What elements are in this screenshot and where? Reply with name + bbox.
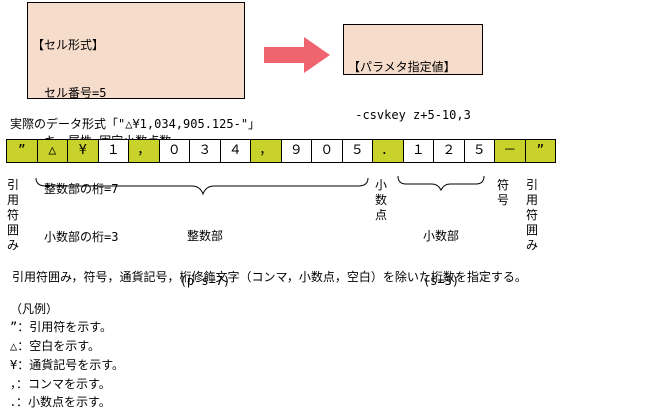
data-cell: １	[402, 139, 434, 163]
data-cell: ，	[250, 139, 282, 163]
data-cell: －	[494, 139, 526, 163]
data-cell: ５	[341, 139, 373, 163]
fraction-label-text: 小数部	[422, 229, 459, 243]
legend-item-decimal: ．：小数点を示す。	[10, 395, 111, 409]
legend-item-space: △：空白を示す。	[10, 339, 101, 353]
fraction-label: 小数部 (s=3)	[410, 199, 472, 304]
parameter-value: -csvkey z+5-10,3	[348, 108, 471, 122]
data-cell: ”	[524, 139, 556, 163]
fraction-brace	[397, 175, 485, 192]
cell-number-line: セル番号=5	[32, 86, 107, 100]
integer-label: 整数部 (p-s=7)	[160, 199, 250, 304]
data-cell: ，	[128, 139, 160, 163]
legend-item-currency: ¥：通貨記号を示す。	[10, 358, 125, 372]
right-arrow-icon	[264, 37, 330, 73]
data-cell: △	[36, 139, 68, 163]
format-title: 実際のデータ形式「"△¥1,034,905.125-"」	[10, 117, 261, 131]
data-cell: ４	[219, 139, 251, 163]
integer-brace	[35, 177, 369, 196]
legend-title: （凡例）	[10, 302, 59, 316]
description-text: 引用符囲み，符号，通貨記号，桁修飾文字（コンマ，小数点，空白）を除いた桁数を指定…	[12, 270, 527, 284]
data-cell: ”	[6, 139, 38, 163]
quote-left-label: 引用符囲み	[6, 178, 19, 252]
legend-item-comma: ，：コンマを示す。	[10, 377, 111, 391]
data-cell: ９	[280, 139, 312, 163]
sign-label: 符号	[496, 178, 509, 207]
data-cell: ¥	[67, 139, 99, 163]
parameter-title: 【パラメタ指定値】	[348, 60, 456, 74]
fraction-digits-line: 小数部の桁=3	[32, 230, 119, 244]
data-cell: ０	[158, 139, 190, 163]
data-cell: ５	[463, 139, 495, 163]
data-cell: １	[97, 139, 129, 163]
parameter-box: 【パラメタ指定値】 -csvkey z+5-10,3	[343, 24, 483, 122]
integer-label-sub: (p-s=7)	[179, 274, 231, 288]
cell-format-title: 【セル形式】	[32, 38, 105, 52]
quote-right-label: 引用符囲み	[525, 178, 538, 252]
data-cell: ．	[372, 139, 404, 163]
decimal-point-label: 小数点	[374, 178, 387, 222]
integer-label-text: 整数部	[186, 229, 223, 243]
legend-item-quote: ”：引用符を示す。	[10, 320, 113, 334]
fraction-label-sub: (s=3)	[422, 274, 460, 288]
